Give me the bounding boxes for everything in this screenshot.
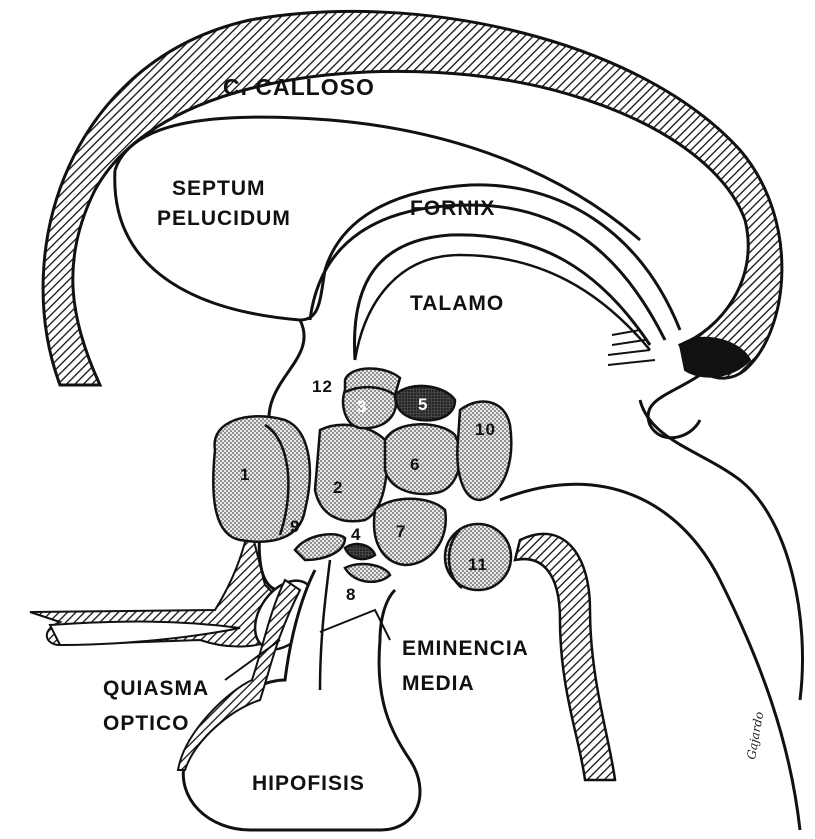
- label-hypophysis: HIPOFISIS: [252, 772, 365, 795]
- label-optic-chiasm-line2: OPTICO: [103, 712, 190, 735]
- label-median-eminence-line2: MEDIA: [402, 672, 475, 695]
- nucleus-8-shape: [345, 564, 390, 582]
- nucleus-label-8: 8: [346, 585, 356, 604]
- brainstem-outline-2: [640, 400, 803, 700]
- label-optic-chiasm-line1: QUIASMA: [103, 677, 209, 700]
- nucleus-2-shape: [315, 425, 387, 521]
- label-median-eminence-line1: EMINENCIA: [402, 637, 529, 660]
- fornix-outline: [310, 205, 665, 360]
- label-corpus-callosum: C. CALLOSO: [223, 74, 375, 100]
- nucleus-6-shape: [385, 424, 460, 494]
- nucleus-label-1: 1: [240, 465, 250, 484]
- nucleus-label-10: 10: [475, 420, 496, 439]
- nucleus-4-shape: [345, 544, 375, 559]
- midbrain-band: [515, 534, 615, 780]
- nucleus-10-shape: [457, 402, 511, 500]
- nucleus-label-7: 7: [396, 522, 406, 541]
- nucleus-label-3: 3: [357, 397, 367, 416]
- label-septum-line1: SEPTUM: [172, 177, 266, 200]
- nucleus-label-12: 12: [312, 377, 333, 396]
- nucleus-label-9: 9: [290, 517, 300, 536]
- nucleus-label-4: 4: [351, 525, 361, 544]
- nucleus-9-shape: [295, 534, 345, 560]
- nucleus-label-2: 2: [333, 478, 343, 497]
- label-septum-line2: PELUCIDUM: [157, 207, 291, 230]
- label-thalamus: TALAMO: [410, 292, 504, 315]
- label-fornix: FORNIX: [410, 197, 495, 220]
- nucleus-label-5: 5: [418, 395, 428, 414]
- nucleus-label-6: 6: [410, 455, 420, 474]
- artist-signature: Gajardo: [744, 711, 766, 761]
- nucleus-label-11: 11: [468, 555, 488, 574]
- nucleus-7-shape: [374, 499, 446, 565]
